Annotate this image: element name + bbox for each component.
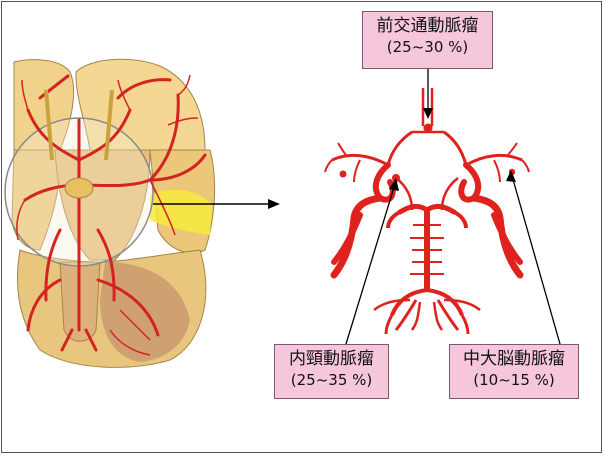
mca-name: 中大脳動脈瘤 [463, 349, 565, 369]
brain-base-illustration [4, 58, 216, 368]
acom-name: 前交通動脈瘤 [376, 16, 479, 36]
label-pointers [345, 69, 561, 345]
circle-of-willis-schematic [324, 88, 530, 335]
acom-aneurysm-label: 前交通動脈瘤 (25~30 %) [362, 11, 493, 69]
ica-name: 内頸動脈瘤 [289, 349, 374, 369]
acom-percent: (25~30 %) [386, 38, 469, 56]
mca-aneurysm-label: 中大脳動脈瘤 (10~15 %) [449, 344, 579, 399]
ica-percent: (25~35 %) [290, 371, 373, 389]
pointer-arrow [153, 199, 280, 209]
acom-aneurysm-dot [423, 123, 433, 133]
ica-aneurysm-label: 内頸動脈瘤 (25~35 %) [274, 344, 389, 399]
mca-percent: (10~15 %) [473, 371, 555, 389]
